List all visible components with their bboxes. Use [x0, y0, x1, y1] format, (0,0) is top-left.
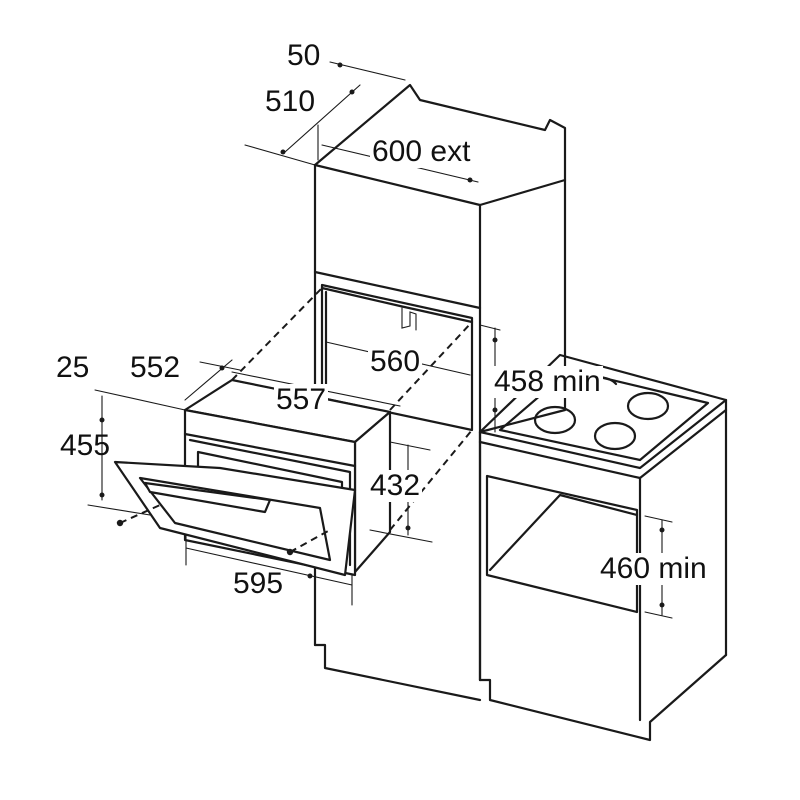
- tall-cabinet-plinth: [313, 643, 482, 702]
- dim-label-560: 560: [368, 345, 423, 378]
- niche-back-frame: [320, 286, 474, 324]
- worktop-side-lower: [638, 408, 728, 480]
- dim-label-432: 432: [368, 469, 423, 502]
- base-cabinet-plinth: [478, 653, 728, 742]
- tall-cabinet-front-top: [313, 163, 482, 207]
- dim-510-line: [284, 84, 361, 153]
- dim-455-tick-b: [99, 492, 105, 498]
- dim-510-tick-b: [280, 149, 286, 155]
- projection-bottom-right: [389, 429, 473, 531]
- dim-432-ext-b: [389, 441, 431, 451]
- dim-label-460: 460 min: [598, 552, 709, 585]
- oven-control-strip: [183, 432, 357, 468]
- dim-458-tick-b: [492, 407, 498, 413]
- niche-top-line: [313, 270, 482, 310]
- dim-label-595: 595: [233, 567, 284, 600]
- dim-label-510: 510: [265, 85, 316, 118]
- dim-455-ext: [87, 504, 151, 516]
- dim-50-tick: [337, 62, 343, 68]
- dim-label-557: 557: [274, 383, 329, 416]
- niche-front-frame: [320, 283, 474, 432]
- oven-niche: [320, 283, 474, 432]
- dim-432-tick: [405, 525, 411, 531]
- dim-510-ext: [244, 144, 316, 166]
- hob-zone-back-right: [626, 391, 670, 421]
- tall-cabinet-side-top: [478, 178, 567, 207]
- dim-460-ext-a: [644, 515, 673, 523]
- tall-cabinet-top-edge: [313, 83, 567, 682]
- base-niche-inner: [488, 493, 639, 572]
- dim-label-552: 552: [130, 351, 181, 384]
- door-pivot-axis-left: [119, 504, 161, 524]
- dim-label-50: 50: [287, 39, 321, 72]
- dim-458-tick-a: [492, 337, 498, 343]
- dim-595-line: [185, 547, 353, 586]
- dim-600-tick: [467, 177, 473, 183]
- dim-25-line: [94, 389, 186, 411]
- hob-zone-front-right: [593, 421, 637, 451]
- dim-label-458: 458 min: [492, 365, 603, 398]
- dim-460-ext-b: [644, 611, 673, 619]
- oven-door-handle: [143, 481, 272, 514]
- dim-510-tick-a: [349, 89, 355, 95]
- niche-bracket: [401, 307, 417, 331]
- worktop-front-lower: [478, 440, 642, 480]
- dim-595-tick: [307, 573, 313, 579]
- door-pivot-axis-right: [289, 529, 331, 553]
- base-cabinet: [478, 353, 728, 742]
- hob-zone-front-left: [533, 405, 577, 435]
- dim-label-25: 25: [56, 351, 90, 384]
- projection-top-left: [231, 287, 323, 381]
- dim-460-tick-b: [659, 602, 665, 608]
- dim-432-ext: [369, 529, 433, 543]
- base-niche-frame: [485, 474, 639, 614]
- dim-label-455: 455: [60, 429, 111, 462]
- dim-458-ext: [479, 324, 501, 331]
- dim-460-tick-a: [659, 527, 665, 533]
- dim-label-600: 600 ext: [370, 135, 473, 168]
- oven-appliance: [113, 378, 392, 577]
- dim-455-tick-a: [99, 417, 105, 423]
- dim-552-ext: [199, 361, 241, 371]
